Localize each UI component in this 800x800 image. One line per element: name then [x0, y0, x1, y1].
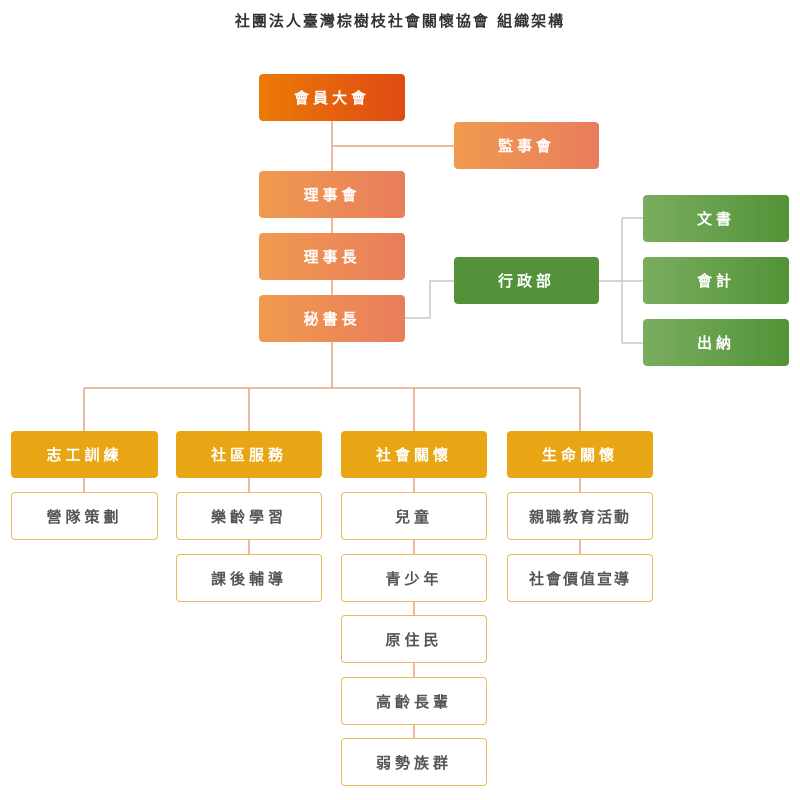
board-label: 理事會: [303, 186, 361, 204]
program-item[interactable]: 兒童: [341, 492, 487, 540]
supervisors-label: 監事會: [497, 137, 555, 155]
program-item[interactable]: 青少年: [341, 554, 487, 602]
dept-label: 社會關懷: [375, 446, 452, 464]
chairman-box[interactable]: 理事長: [259, 233, 405, 280]
program-item[interactable]: 親職教育活動: [507, 492, 653, 540]
connector-secretary-admin: [405, 280, 454, 319]
admin-dept-label: 行政部: [497, 272, 555, 290]
program-label: 課後輔導: [210, 569, 287, 588]
program-item[interactable]: 弱勢族群: [341, 738, 487, 786]
program-label: 青少年: [385, 569, 443, 588]
supervisors-box[interactable]: 監事會: [454, 122, 599, 169]
program-item[interactable]: 樂齡學習: [176, 492, 322, 540]
program-item[interactable]: 營隊策劃: [11, 492, 158, 540]
dept-box-community[interactable]: 社區服務: [176, 431, 322, 478]
dept-box-life-care[interactable]: 生命關懷: [507, 431, 653, 478]
dept-box-social-care[interactable]: 社會關懷: [341, 431, 487, 478]
admin-child-label: 會計: [696, 272, 735, 290]
program-label: 兒童: [394, 507, 433, 526]
dept-label: 生命關懷: [541, 446, 618, 464]
general-assembly-label: 會員大會: [293, 89, 370, 107]
program-item[interactable]: 高齡長輩: [341, 677, 487, 725]
program-label: 高齡長輩: [375, 692, 452, 711]
admin-child-box[interactable]: 文書: [643, 195, 789, 242]
program-item[interactable]: 課後輔導: [176, 554, 322, 602]
program-label: 社會價值宣導: [528, 569, 631, 588]
program-label: 弱勢族群: [375, 753, 452, 772]
program-item[interactable]: 原住民: [341, 615, 487, 663]
admin-child-box[interactable]: 出納: [643, 319, 789, 366]
dept-label: 志工訓練: [46, 446, 123, 464]
dept-box-volunteer[interactable]: 志工訓練: [11, 431, 158, 478]
dept-label: 社區服務: [210, 446, 287, 464]
secretary-general-label: 秘書長: [303, 310, 361, 328]
board-box[interactable]: 理事會: [259, 171, 405, 218]
admin-child-label: 出納: [696, 334, 735, 352]
program-item[interactable]: 社會價值宣導: [507, 554, 653, 602]
program-label: 營隊策劃: [46, 507, 123, 526]
chairman-label: 理事長: [303, 248, 361, 266]
admin-dept-box[interactable]: 行政部: [454, 257, 599, 304]
admin-child-box[interactable]: 會計: [643, 257, 789, 304]
secretary-general-box[interactable]: 秘書長: [259, 295, 405, 342]
general-assembly-box[interactable]: 會員大會: [259, 74, 405, 121]
admin-child-label: 文書: [696, 210, 735, 228]
program-label: 親職教育活動: [528, 507, 631, 526]
chart-title: 社團法人臺灣棕樹枝社會關懷協會 組織架構: [234, 12, 566, 30]
program-label: 原住民: [385, 630, 443, 649]
program-label: 樂齡學習: [210, 507, 287, 526]
